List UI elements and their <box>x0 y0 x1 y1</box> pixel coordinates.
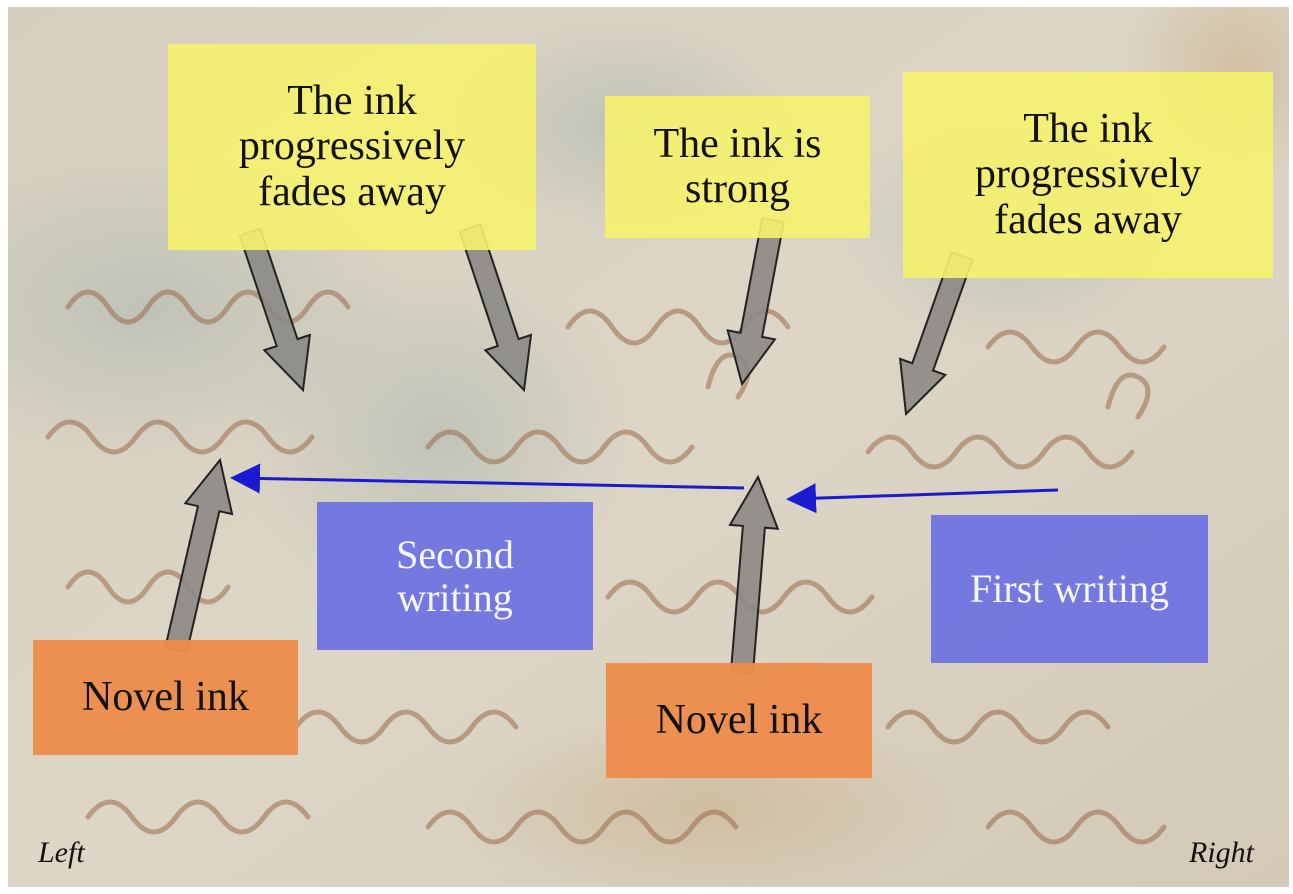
label-first-writing: First writing <box>931 515 1208 663</box>
label-novel-ink-left: Novel ink <box>33 640 298 755</box>
label-novel-ink-center: Novel ink <box>606 663 872 778</box>
gray-arrow-fade-right <box>898 251 974 417</box>
label-fade-left: The ink progressively fades away <box>168 44 536 250</box>
gray-arrows <box>164 216 974 674</box>
label-strong: The ink is strong <box>605 96 870 238</box>
label-strong-text: The ink is strong <box>653 120 822 212</box>
blue-arrow-second-writing <box>230 463 745 494</box>
gray-arrow-novel-center <box>728 474 780 674</box>
label-novel-ink-left-text: Novel ink <box>82 673 249 720</box>
label-novel-ink-center-text: Novel ink <box>655 696 823 743</box>
label-first-writing-text: First writing <box>970 566 1169 612</box>
label-fade-left-text: The ink progressively fades away <box>238 77 466 215</box>
blue-arrow-first-writing <box>786 483 1059 514</box>
label-left: Left <box>38 836 85 869</box>
gray-arrow-fade-left-1 <box>238 227 312 393</box>
label-fade-right: The ink progressively fades away <box>903 72 1273 278</box>
gray-arrow-strong <box>726 216 785 387</box>
gray-arrow-novel-left <box>164 457 234 654</box>
label-right: Right <box>1189 836 1254 869</box>
label-second-writing: Second writing <box>317 502 593 650</box>
label-fade-right-text: The ink progressively fades away <box>974 105 1202 243</box>
label-second-writing-text: Second writing <box>396 531 514 620</box>
